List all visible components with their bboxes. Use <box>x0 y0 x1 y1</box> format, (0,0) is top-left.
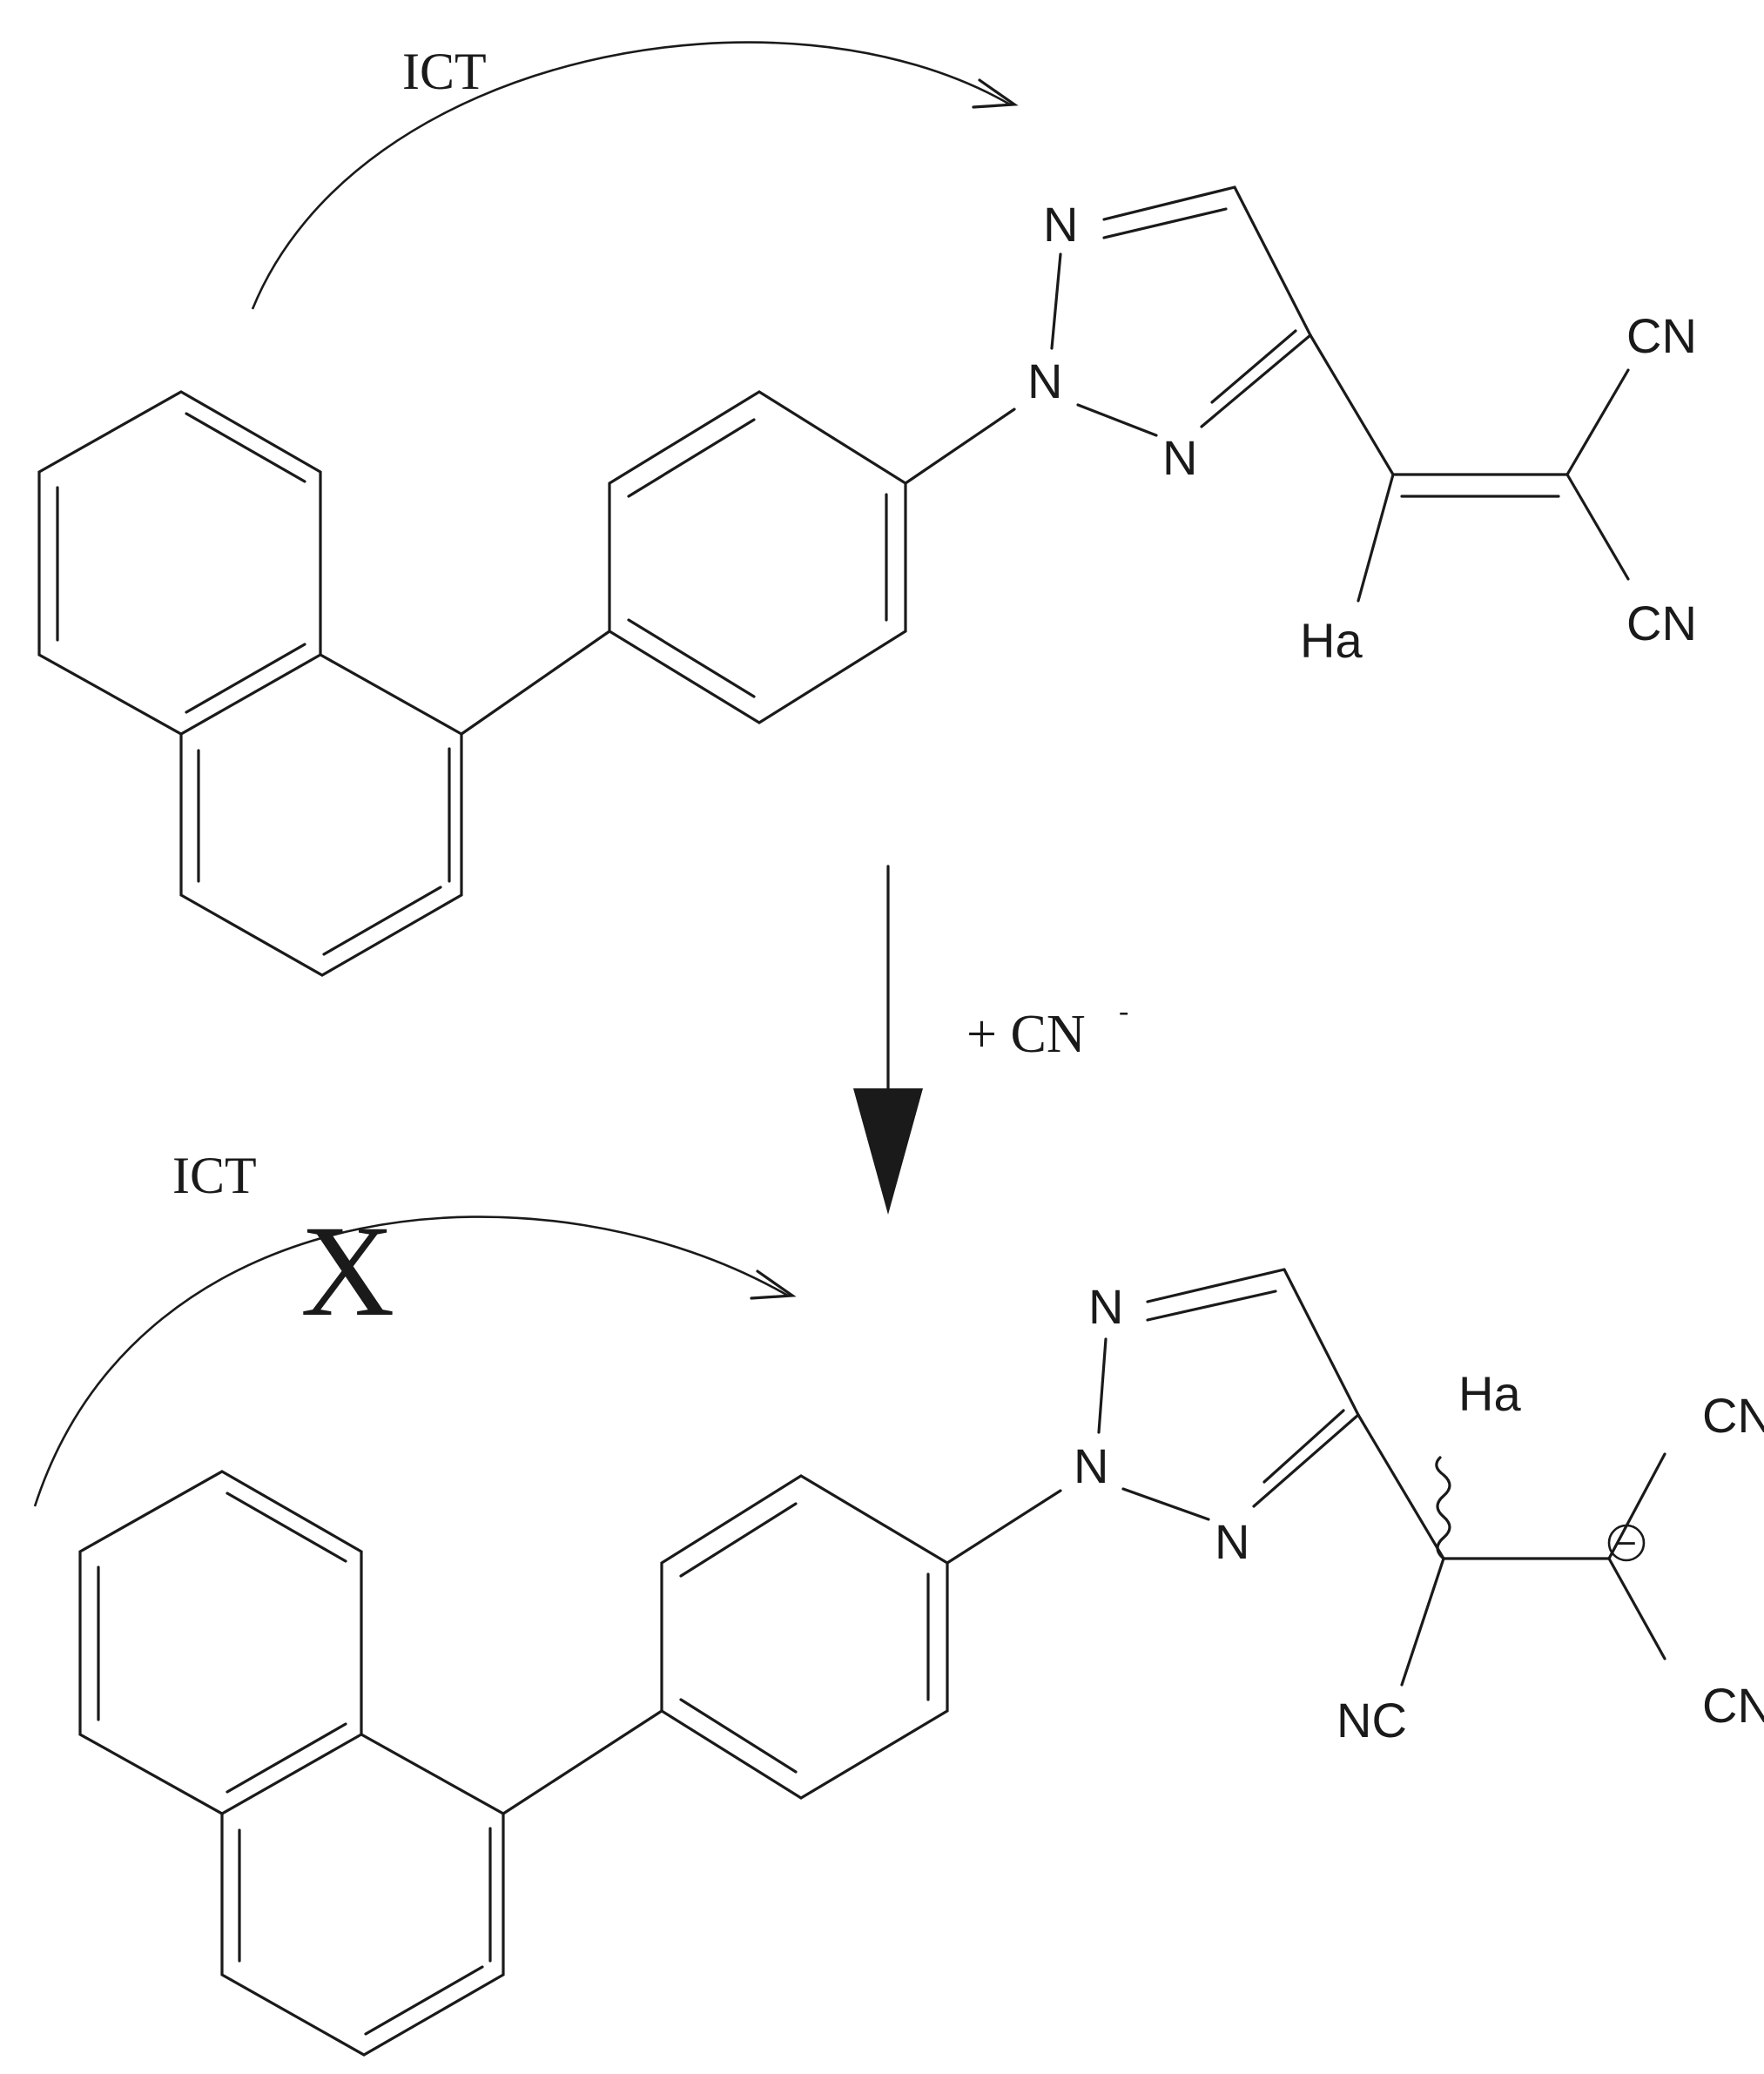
top-atom-cn-lower: CN <box>1626 596 1697 650</box>
top-atom-cn-upper: CN <box>1626 308 1697 363</box>
top-triazole-ring: N N N <box>1027 185 1312 485</box>
bottom-atom-n-low: N <box>1215 1514 1249 1569</box>
wavy-bond <box>1435 1456 1451 1560</box>
top-atom-n-top: N <box>1043 197 1078 252</box>
bottom-naphthalene-ring <box>78 1470 505 2057</box>
bottom-atom-cn-upper: CN <box>1702 1388 1764 1443</box>
blocked-x-mark: X <box>300 1199 394 1343</box>
bottom-atom-n-mid: N <box>1074 1438 1108 1493</box>
top-ict-label: ICT <box>402 43 487 100</box>
bottom-dicyanomethanide-group: Ha CN CN NC − <box>1336 1366 1764 1747</box>
anion-charge-sign: − <box>1616 1525 1636 1563</box>
top-ict-arrow: ICT <box>251 41 1019 310</box>
reaction-arrow: + CN - <box>853 865 1128 1215</box>
reagent-label: + CN <box>966 1005 1086 1064</box>
arrow-head-icon <box>853 1088 923 1215</box>
bottom-triazole-ring: N N N <box>1074 1268 1360 1569</box>
top-atom-n-mid: N <box>1027 354 1062 408</box>
top-naphthalene-ring <box>37 390 463 977</box>
top-phenylene-ring <box>460 390 1016 736</box>
bottom-ict-arrow-blocked: ICT X <box>33 1147 797 1507</box>
anion-charge-icon: − <box>1607 1524 1646 1563</box>
top-atom-n-low: N <box>1162 430 1197 485</box>
bottom-ict-label: ICT <box>172 1147 257 1204</box>
bottom-atom-cn-lower: CN <box>1702 1678 1764 1733</box>
bottom-phenylene-ring <box>502 1474 1062 1815</box>
top-dicyanovinyl-group: CN CN Ha <box>1300 308 1697 668</box>
bottom-atom-nc: NC <box>1336 1693 1407 1747</box>
bottom-atom-ha: Ha <box>1458 1366 1521 1421</box>
top-atom-ha: Ha <box>1300 613 1363 668</box>
reagent-charge: - <box>1119 995 1128 1027</box>
bottom-atom-n-top: N <box>1088 1279 1123 1334</box>
